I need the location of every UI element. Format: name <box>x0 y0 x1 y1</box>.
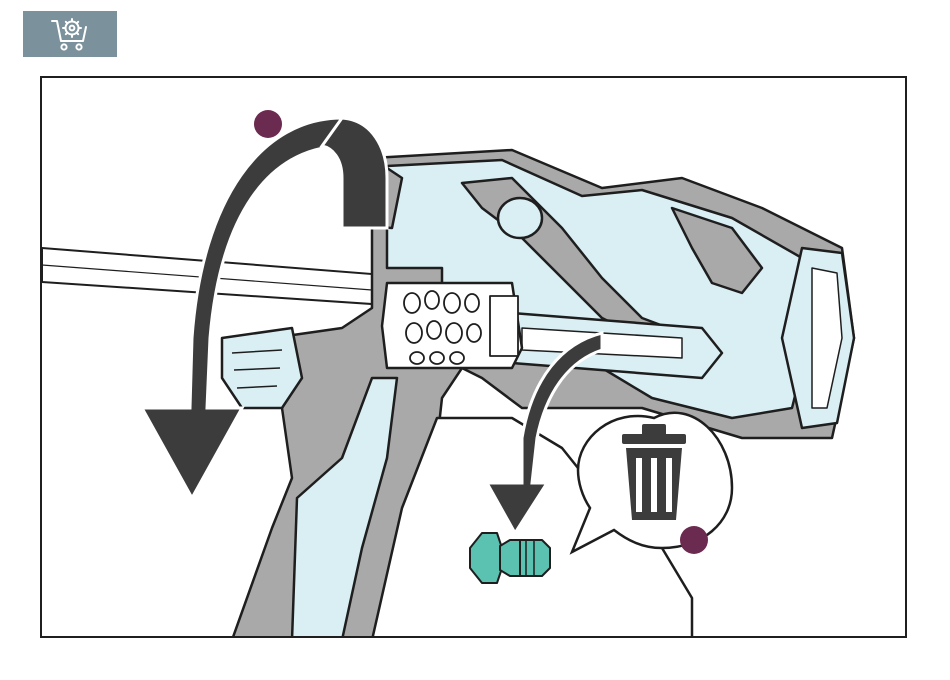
instruction-frame <box>40 76 907 638</box>
trash-icon <box>622 424 686 520</box>
cart-settings-icon <box>50 15 90 53</box>
step-2-dot <box>680 526 708 554</box>
valve-insert <box>470 533 550 583</box>
spray-gun-illustration <box>42 78 907 638</box>
step-1-dot <box>254 110 282 138</box>
discard-bubble <box>572 413 732 552</box>
cart-settings-badge[interactable] <box>23 11 117 57</box>
